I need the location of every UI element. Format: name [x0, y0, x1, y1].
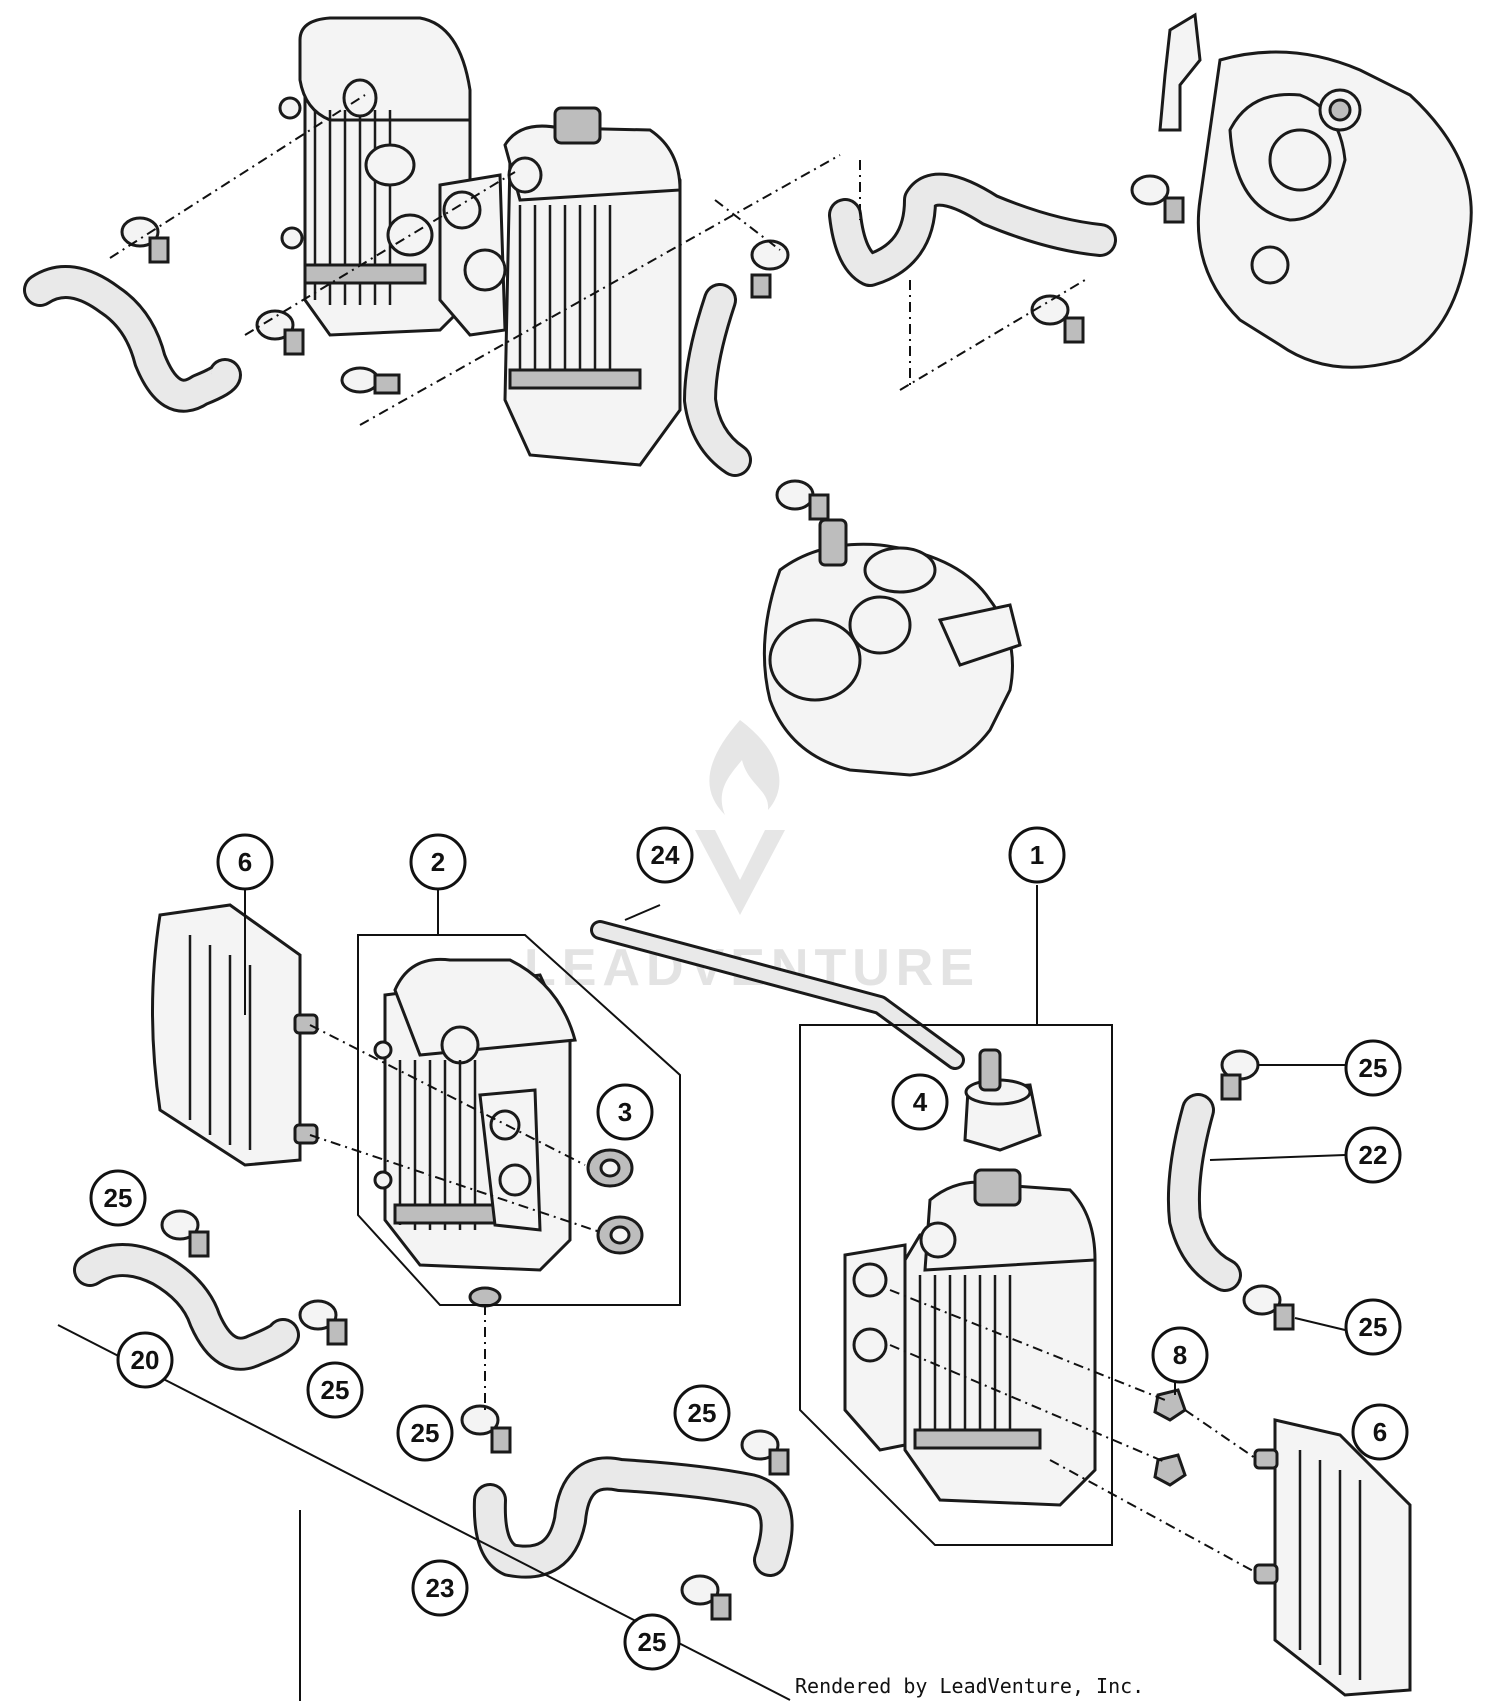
- filler-cap-4-drawing: [963, 1048, 1042, 1152]
- callout-label: 4: [913, 1087, 928, 1117]
- callout-label: 3: [618, 1097, 632, 1127]
- callout-6-right: 6: [1351, 1403, 1409, 1461]
- group-outline-2: [357, 934, 681, 1306]
- radiator-guard-right-drawing: [1253, 1418, 1412, 1697]
- top-assembly-view: [23, 12, 1473, 777]
- radiator-2-drawing: [373, 957, 577, 1308]
- callout-label: 25: [1359, 1312, 1388, 1342]
- callout-label: 2: [431, 847, 445, 877]
- callout-label: 25: [104, 1183, 133, 1213]
- bolts-8-drawing: [1153, 1388, 1187, 1487]
- radiator-guard-left-drawing: [151, 903, 319, 1167]
- callout-label: 25: [688, 1398, 717, 1428]
- grommets-3-drawing: [586, 1148, 644, 1255]
- callout-label: 25: [1359, 1053, 1388, 1083]
- right-radiator-drawing: [438, 106, 682, 467]
- callout-label: 1: [1030, 840, 1044, 870]
- callout-24: 24: [636, 826, 694, 884]
- cylinder-head-drawing: [762, 518, 1022, 777]
- callout-label: 23: [426, 1573, 455, 1603]
- callout-3: 3: [596, 1083, 654, 1141]
- callout-2: 2: [409, 833, 467, 891]
- bottom-clamps-drawing: [160, 1049, 1295, 1621]
- callout-6-left: 6: [216, 833, 274, 891]
- callout-1: 1: [1008, 826, 1066, 884]
- callout-25-left: 25: [89, 1169, 147, 1227]
- callout-label: 25: [638, 1627, 667, 1657]
- callout-4: 4: [891, 1073, 949, 1131]
- callout-20: 20: [116, 1331, 174, 1389]
- callout-label: 25: [411, 1418, 440, 1448]
- callout-label: 25: [321, 1375, 350, 1405]
- callout-label: 8: [1173, 1340, 1187, 1370]
- callout-25-center-right: 25: [673, 1384, 731, 1442]
- callout-25-right: 25: [1344, 1298, 1402, 1356]
- callout-label: 24: [651, 840, 680, 870]
- callout-label: 6: [1373, 1417, 1387, 1447]
- callout-label: 22: [1359, 1140, 1388, 1170]
- group-outline-1: [799, 1024, 1113, 1546]
- callout-23: 23: [411, 1559, 469, 1617]
- callout-25-bottom: 25: [623, 1613, 681, 1671]
- callout-label: 6: [238, 847, 252, 877]
- left-radiator-drawing: [278, 16, 472, 337]
- radiator-1-drawing: [843, 1168, 1097, 1507]
- top-clamps-drawing: [120, 174, 1185, 521]
- callout-25-center: 25: [396, 1404, 454, 1462]
- watermark-flame-icon: [709, 720, 780, 815]
- watermark-v-icon: [695, 830, 785, 915]
- callout-25-lower-left: 25: [306, 1361, 364, 1419]
- callout-label: 20: [131, 1345, 160, 1375]
- engine-cover-drawing: [1158, 12, 1473, 369]
- credit-text: Rendered by LeadVenture, Inc.: [795, 1674, 1144, 1698]
- callout-8: 8: [1151, 1326, 1209, 1384]
- callout-25-top-right: 25: [1344, 1039, 1402, 1097]
- callout-22: 22: [1344, 1126, 1402, 1184]
